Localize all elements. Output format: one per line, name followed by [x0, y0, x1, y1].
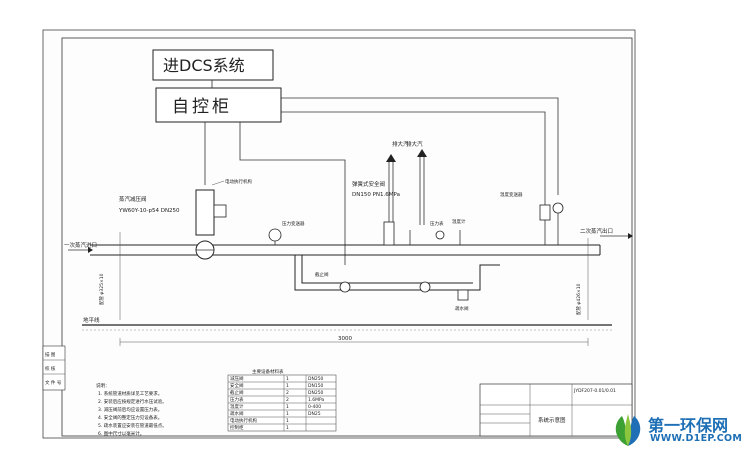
vent-label-1: 排大汽	[392, 140, 409, 148]
thermometer-label: 温度计	[452, 218, 466, 225]
equipment-table-cell: 疏水阀	[230, 410, 244, 417]
stamp-row-1: 描 图	[45, 351, 56, 358]
equipment-table-cell: 电动执行机构	[230, 417, 257, 424]
equipment-table-cell: 温度计	[230, 403, 244, 410]
side-label-left: 配管 φ325×10	[98, 273, 105, 305]
note-line: 1. 系统管道材质详见工艺要求。	[98, 390, 162, 397]
outlet-label: 二次蒸汽出口	[580, 227, 613, 235]
equipment-table-cell: DN25	[308, 411, 321, 417]
safety-valve-icon	[383, 221, 395, 246]
bypass-valve-1-icon	[339, 281, 351, 293]
stamp-column	[42, 345, 66, 391]
equipment-table-cell: 安全阀	[230, 382, 244, 389]
sheet-inner-border	[61, 37, 633, 437]
stamp-row-2: 校 核	[45, 365, 56, 372]
outlet-transmitter-note: 温度变送器	[500, 191, 523, 198]
vent-arrow-1-icon	[386, 154, 396, 162]
bypass-note-1: 截止阀	[315, 271, 329, 278]
bypass-valve-2-icon	[419, 281, 431, 293]
control-cabinet-box	[155, 87, 282, 123]
equipment-table-cell: 1	[286, 411, 289, 417]
equipment-table-cell: 减压阀	[230, 375, 244, 382]
signal-line-pressure	[281, 111, 546, 205]
equipment-table-cell: DN250	[308, 376, 324, 382]
outlet-arrow-icon	[628, 233, 633, 239]
signal-line-outlet	[281, 97, 559, 195]
equipment-table-cell: 1	[286, 383, 289, 389]
dcs-box	[152, 49, 274, 81]
bypass-pipe	[294, 255, 500, 291]
note-line: 2. 安装后应按规定进行水压试验。	[98, 398, 167, 405]
actuator-leader	[211, 180, 225, 186]
equipment-table-title: 主要设备材料表	[252, 368, 284, 375]
equipment-table-cell: DN150	[308, 383, 324, 389]
equipment-table-cell: 1	[286, 376, 289, 382]
stamp-row-3: 文 件 号	[45, 379, 62, 386]
equipment-table-cell: 1	[286, 404, 289, 410]
leaf-logo-icon	[615, 414, 641, 446]
equipment-table-cell: 截止阀	[230, 389, 244, 396]
notes-heading: 说明：	[96, 382, 110, 389]
equipment-table-cell: DN250	[308, 390, 324, 396]
title-block-code: JYDF207-0.01/0.01	[573, 388, 616, 394]
valve-label: 蒸汽减压阀	[119, 195, 147, 203]
vent-label-2: 排大汽	[406, 140, 423, 148]
reducing-valve-body	[195, 189, 215, 236]
actuator-note: 电动执行机构	[225, 178, 252, 185]
pressure-gauge-label: 压力表	[430, 220, 444, 227]
outlet-pressure-transmitter-icon	[539, 204, 551, 221]
equipment-table-cell: 1.6MPa	[308, 397, 325, 403]
bypass-pipe-inner	[301, 255, 473, 284]
site-watermark: 第一环保网 WWW.D1EP.COM	[606, 408, 746, 452]
equipment-table-cell: 1	[286, 425, 289, 431]
valve-spec: YW60Y-10-p54 DN250	[118, 208, 180, 214]
dimension-label: 3000	[338, 336, 352, 342]
equipment-table-cell: 压力表	[230, 396, 244, 403]
safety-label: 弹簧式安全阀	[352, 180, 385, 188]
note-line: 5. 疏水装置应安装在管道最低点。	[98, 422, 167, 429]
signal-line-bypass	[239, 122, 346, 265]
ground-label: 地平线	[83, 316, 100, 324]
equipment-table-cell: 0-400	[308, 404, 321, 410]
title-block	[479, 383, 633, 437]
drain-trap-icon	[457, 289, 469, 301]
watermark-site-name: 第一环保网	[648, 416, 729, 435]
dcs-label: 进DCS系统	[163, 56, 245, 75]
inlet-arrow-icon	[88, 247, 93, 253]
pressure-gauge-icon	[435, 230, 445, 240]
watermark-site-url: WWW.D1EP.COM	[650, 433, 743, 444]
drain-note: 疏水阀	[455, 305, 469, 312]
control-cabinet-label: 自控柜	[172, 97, 232, 117]
safety-spec: DN150 PN1.6MPa	[352, 192, 400, 198]
note-line: 3. 减压阀前后均应设置压力表。	[98, 406, 162, 413]
transmitter-note: 压力变送器	[282, 220, 305, 227]
pressure-transmitter-icon	[268, 228, 282, 242]
title-block-name: 系统示意图	[538, 416, 566, 424]
note-line: 4. 安全阀的整定压力见设备表。	[98, 414, 162, 421]
side-label-right: 配管 φ426×10	[575, 283, 582, 315]
equipment-table-cell: 2	[286, 390, 289, 396]
outlet-temperature-transmitter-icon	[552, 202, 564, 214]
equipment-table-cell: 2	[286, 397, 289, 403]
vent-arrow-2-icon	[417, 149, 427, 157]
note-line: 6. 图中尺寸以毫米计。	[98, 430, 144, 437]
equipment-table-cell: 1	[286, 418, 289, 424]
actuator-icon	[213, 204, 227, 218]
inlet-label: 一次蒸汽进口	[64, 241, 97, 249]
equipment-table-cell: 控制柜	[230, 424, 244, 431]
sheet-outer-border	[42, 29, 636, 439]
